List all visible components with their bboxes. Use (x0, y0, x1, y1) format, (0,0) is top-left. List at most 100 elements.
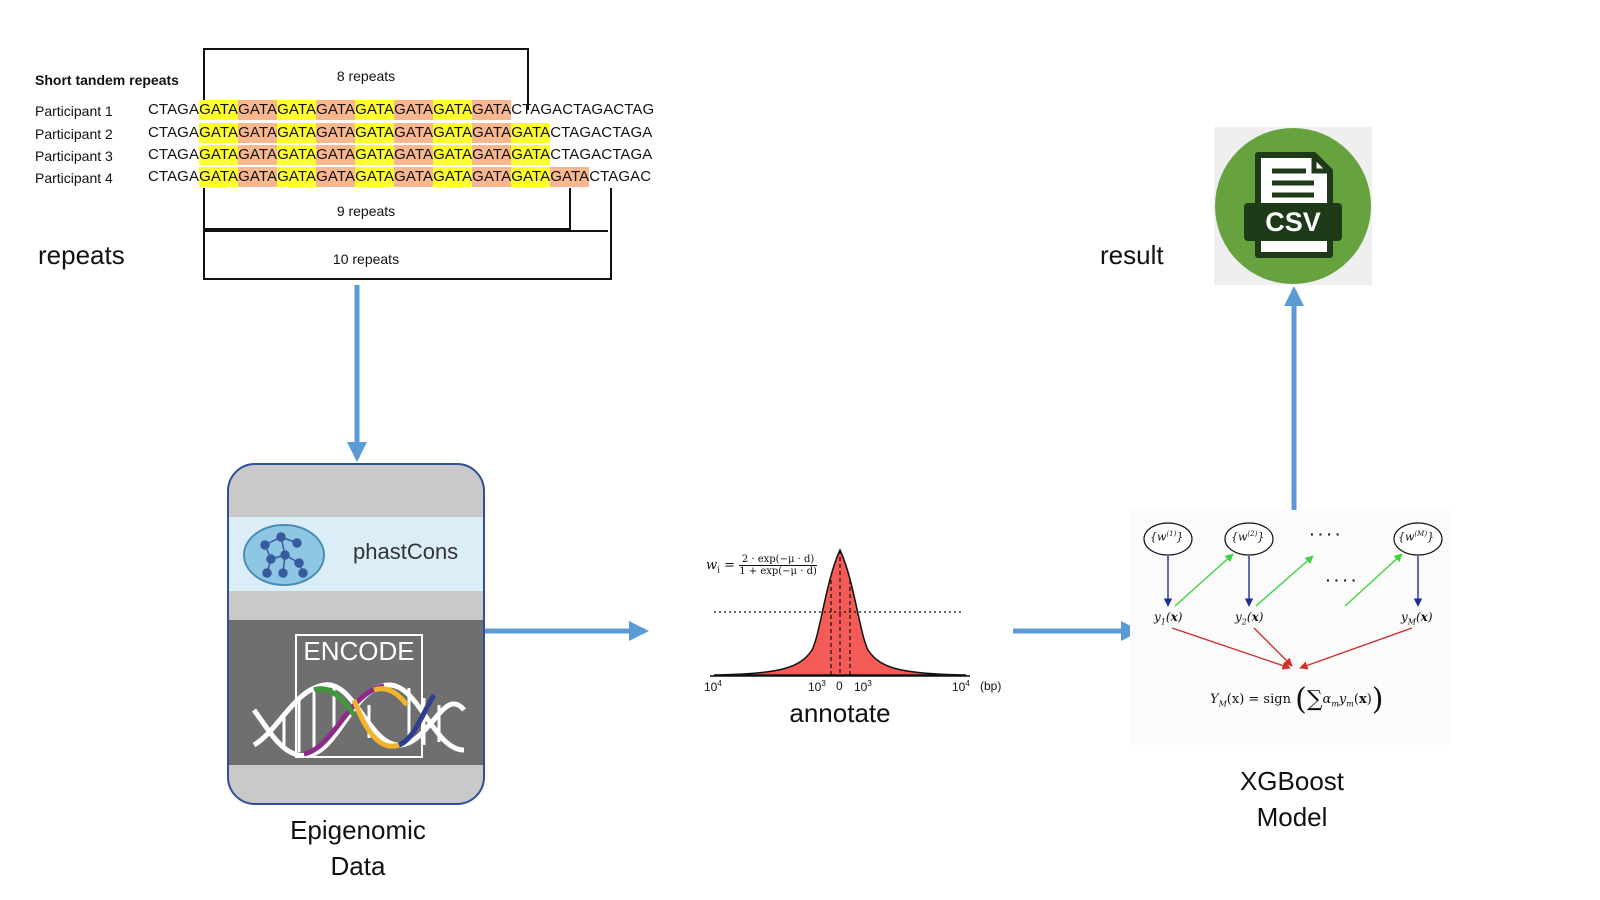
epigenomic-caption: Epigenomic Data (258, 812, 458, 884)
tick-mid-left: 103 (808, 679, 826, 694)
repeat-unit: GATA (277, 167, 317, 187)
repeat-unit: GATA (199, 167, 239, 187)
unit-label: (bp) (980, 679, 1002, 693)
csv-icon-frame: CSV (1214, 127, 1372, 285)
annotate-caption: annotate (789, 698, 891, 728)
repeat-unit: GATA (238, 167, 278, 187)
participant-sequence: CTAGAGATAGATAGATAGATAGATAGATAGATAGATAGAT… (148, 123, 652, 143)
sequence-flank: CTAGACTAGACTAG (511, 101, 655, 118)
top-dots: · · · · (1310, 526, 1341, 542)
encode-frame (295, 634, 423, 758)
repeat-unit: GATA (277, 123, 317, 143)
xgboost-graph (1143, 522, 1443, 670)
repeat-unit: GATA (511, 167, 551, 187)
weight-node-2-label: {w(2)} (1231, 530, 1265, 544)
encode-band: ENCODE (229, 620, 483, 765)
repeats-label: repeats (38, 240, 125, 270)
formula-numerator: 2 · exp(−μ · d) (739, 554, 817, 566)
tick-mid-right: 103 (854, 679, 872, 694)
repeat-unit: GATA (550, 167, 590, 187)
csv-label: CSV (1265, 207, 1321, 237)
repeat-unit: GATA (355, 123, 395, 143)
formula-equals: = (724, 558, 736, 573)
repeat-unit: GATA (277, 100, 317, 120)
str-title: Short tandem repeats (35, 72, 179, 88)
repeat-unit: GATA (355, 145, 395, 165)
weight-node-2 (1224, 522, 1274, 556)
weight-node-m-label: {w(M)} (1398, 530, 1435, 544)
repeat-unit: GATA (394, 167, 434, 187)
repeat-unit: GATA (433, 100, 473, 120)
participant-label: Participant 3 (35, 148, 113, 164)
annotate-plot: wi = 2 · exp(−μ · d) 1 + exp(−μ · d) 104… (700, 540, 1020, 700)
formula-lhs: w (706, 558, 718, 573)
annotate-curve (710, 548, 970, 677)
edge-ym-out (1299, 627, 1413, 670)
repeat-unit: GATA (355, 167, 395, 187)
formula-sub: i (717, 565, 721, 576)
participant-sequence: CTAGAGATAGATAGATAGATAGATAGATAGATAGATACTA… (148, 100, 654, 120)
formula-denominator: 1 + exp(−μ · d) (739, 566, 817, 577)
epigenomic-panel: phastCons ENCODE (227, 463, 485, 805)
output-y1: y1(x) (1154, 610, 1183, 627)
repeat-unit: GATA (472, 123, 512, 143)
repeat-unit: GATA (472, 145, 512, 165)
bracket-9-label: 9 repeats (336, 203, 396, 219)
edge-y1-w2 (1174, 553, 1234, 607)
tick-zero: 0 (836, 679, 843, 693)
participant-label: Participant 2 (35, 126, 113, 142)
phastcons-band: phastCons (229, 517, 483, 591)
epigenomic-caption-line1: Epigenomic (290, 815, 426, 845)
bracket-8-repeats (203, 48, 529, 110)
repeat-unit: GATA (472, 167, 512, 187)
weight-node-m (1393, 522, 1443, 556)
repeat-unit: GATA (433, 123, 473, 143)
xgboost-caption-line2: Model (1256, 802, 1328, 832)
sequence-flank: CTAGA (148, 101, 200, 118)
repeat-unit: GATA (316, 100, 356, 120)
weight-node-1 (1143, 522, 1193, 556)
dna-helix-icon (251, 682, 466, 758)
csv-file-icon (1215, 128, 1371, 284)
bracket-10-repeats (203, 188, 612, 280)
repeat-unit: GATA (199, 123, 239, 143)
bracket-10-label: 10 repeats (332, 251, 400, 267)
sequence-flank: CTAGAC (589, 168, 652, 185)
repeat-unit: GATA (238, 145, 278, 165)
edge-prev-wm (1344, 553, 1403, 607)
xgboost-caption-line1: XGBoost (1239, 766, 1345, 796)
repeat-unit: GATA (433, 145, 473, 165)
repeat-unit: GATA (199, 145, 239, 165)
repeat-unit: GATA (355, 100, 395, 120)
edge-y1-out (1171, 627, 1291, 670)
repeat-unit: GATA (511, 123, 551, 143)
repeat-unit: GATA (316, 167, 356, 187)
sequence-flank: CTAGA (148, 146, 200, 163)
phastcons-label: phastCons (353, 539, 459, 564)
repeat-unit: GATA (238, 100, 278, 120)
phastcons-logo-icon (243, 524, 325, 586)
sequence-flank: CTAGA (148, 168, 200, 185)
xgboost-caption: XGBoost Model (1192, 763, 1392, 835)
encode-label: ENCODE (299, 636, 419, 667)
participant-sequence: CTAGAGATAGATAGATAGATAGATAGATAGATAGATAGAT… (148, 145, 652, 165)
participant-label: Participant 1 (35, 103, 113, 119)
output-y2: y2(x) (1235, 610, 1264, 627)
result-label: result (1100, 240, 1164, 270)
participant-sequence: CTAGAGATAGATAGATAGATAGATAGATAGATAGATAGAT… (148, 167, 651, 187)
sequence-flank: CTAGACTAGA (550, 146, 653, 163)
repeat-unit: GATA (394, 123, 434, 143)
repeat-unit: GATA (433, 167, 473, 187)
ensemble-formula: YM(x) = sign (∑αmym(x)) (1210, 682, 1384, 717)
xgboost-diagram: {w(1)} {w(2)} {w(M)} · · · · · · · · y1(… (1130, 510, 1450, 745)
bracket-10-divider (203, 230, 608, 232)
sequence-flank: CTAGA (148, 124, 200, 141)
tick-left: 104 (704, 679, 722, 694)
repeat-unit: GATA (394, 100, 434, 120)
edge-y2-out (1253, 627, 1293, 667)
weight-formula: wi = 2 · exp(−μ · d) 1 + exp(−μ · d) (706, 554, 817, 577)
repeat-unit: GATA (394, 145, 434, 165)
edge-y2-next (1255, 555, 1314, 607)
repeat-unit: GATA (277, 145, 317, 165)
